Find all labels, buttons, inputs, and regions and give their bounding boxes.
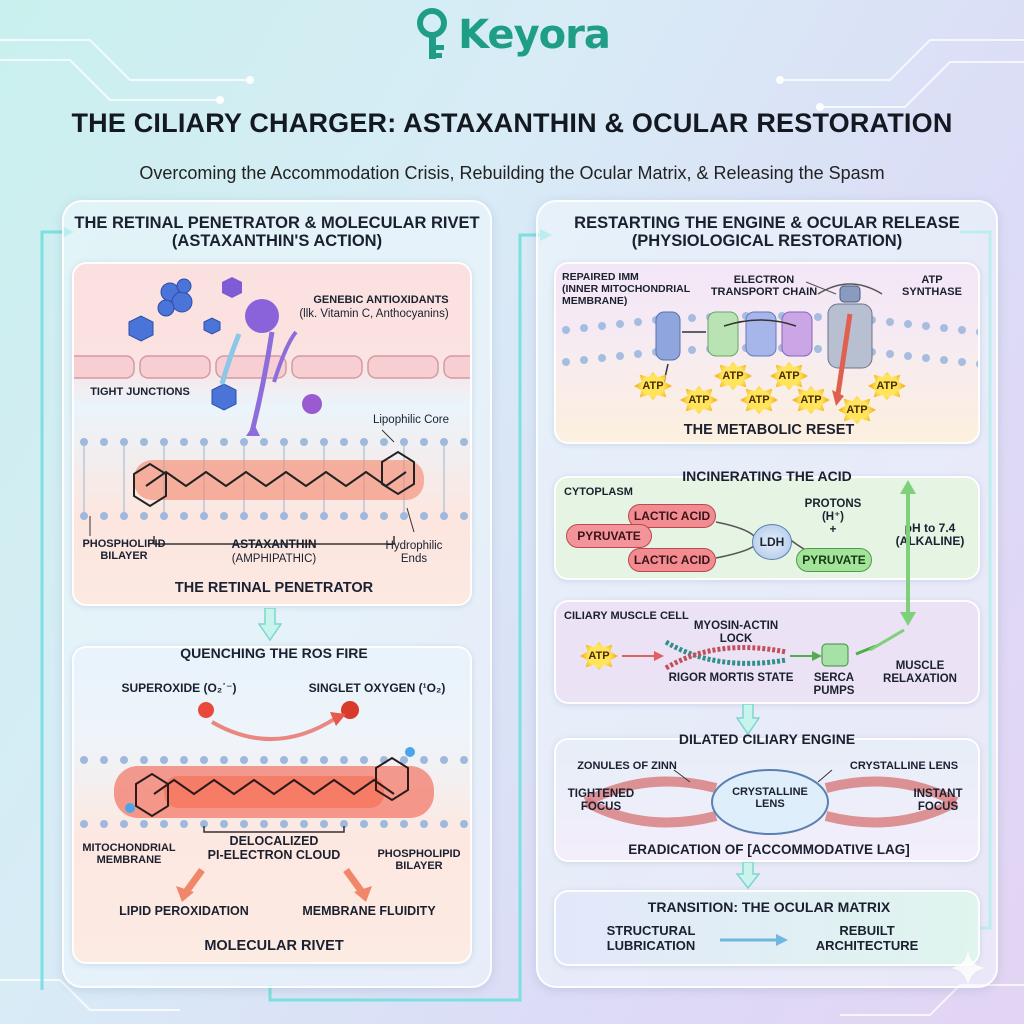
metabolic-reset-caption: THE METABOLIC RESET — [683, 422, 855, 438]
ciliary-muscle-cell-label: CILIARY MUSCLE CELL — [564, 610, 689, 622]
membrane-fluidity-label: MEMBRANE FLUIDITY — [302, 904, 436, 918]
phospholipid-bilayer-label-2: PHOSPHOLIPID BILAYER — [377, 848, 461, 873]
crystalline-lens-label: CRYSTALLINE LENS — [849, 760, 959, 772]
atp-molecule: ATP — [634, 372, 672, 400]
mitochondria-illustration — [562, 281, 978, 406]
transition-heading: TRANSITION: THE OCULAR MATRIX — [647, 899, 891, 915]
dilated-engine-card: ZONULES OF ZINN CRYSTALLINE LENS TIGHTEN… — [554, 738, 980, 862]
down-arrow-icon — [258, 608, 282, 642]
protons-label: PROTONS (H⁺) + — [804, 498, 862, 536]
metabolic-reset-card: REPAIRED IMM (INNER MITOCHONDRIAL MEMBRA… — [554, 262, 980, 444]
ph-label: pH to 7.4 (ALKALINE) — [895, 521, 965, 549]
rigor-mortis-label: RIGOR MORTIS STATE — [668, 672, 794, 684]
quenching-card: QUENCHING THE ROS FIRE SUPEROXIDE (O₂˙⁻)… — [72, 646, 472, 964]
right-panel-heading: RESTARTING THE ENGINE & OCULAR RELEASE (… — [574, 214, 960, 251]
electron-transport-chain-label: ELECTRON TRANSPORT CHAIN — [710, 274, 818, 299]
down-arrow-icon — [736, 862, 760, 890]
serca-pumps-label: SERCA PUMPS — [813, 672, 855, 697]
zonules-of-zinn-label: ZONULES OF ZINN — [577, 760, 677, 772]
structural-lubrication-label: STRUCTURAL LUBRICATION — [606, 923, 696, 953]
brand-logo: Keyora — [0, 0, 1024, 70]
atp-molecule: ATP — [680, 386, 718, 414]
astaxanthin-label: ASTAXANTHIN — [231, 537, 317, 551]
lipid-peroxidation-label: LIPID PEROXIDATION — [119, 904, 249, 918]
atp-molecule: ATP — [740, 386, 778, 414]
eradication-caption: ERADICATION OF [ACCOMMODATIVE LAG] — [628, 842, 910, 857]
ciliary-muscle-card: CILIARY MUSCLE CELL MYOSIN-ACTIN LOCK AT… — [554, 600, 980, 704]
singlet-oxygen-label: SINGLET OXYGEN (¹O₂) — [308, 681, 446, 695]
phospholipid-bilayer-label: PHOSPHOLIPID BILAYER — [82, 538, 166, 563]
generic-examples-label: (llk. Vitamin C, Anthocyanins) — [299, 308, 449, 320]
atp-molecule: ATP — [770, 362, 808, 390]
generic-antioxidants-label: GENEBIC ANTIOXIDANTS — [313, 294, 449, 306]
atp-molecule: ATP — [580, 642, 618, 670]
atp-molecule: ATP — [838, 396, 876, 424]
superoxide-label: SUPEROXIDE (O₂˙⁻) — [121, 681, 237, 695]
myosin-actin-label: MYOSIN-ACTIN LOCK — [693, 620, 779, 645]
molecular-rivet-caption: MOLECULAR RIVET — [204, 938, 344, 954]
cytoplasm-label: CYTOPLASM — [564, 486, 633, 498]
delocalized-label: DELOCALIZED PI-ELECTRON CLOUD — [207, 834, 341, 862]
lactic-acid-pill-2: LACTIC ACID — [628, 548, 716, 572]
retinal-penetrator-card: GENEBIC ANTIOXIDANTS (llk. Vitamin C, An… — [72, 262, 472, 606]
transition-arrow — [720, 934, 788, 946]
amphipathic-label: (AMPHIPATHIC) — [231, 553, 317, 565]
tightened-focus-label: TIGHTENED FOCUS — [567, 788, 635, 813]
left-panel-heading: THE RETINAL PENETRATOR & MOLECULAR RIVET… — [74, 214, 480, 251]
atp-molecule: ATP — [714, 362, 752, 390]
repaired-imm-label: REPAIRED IMM (INNER MITOCHONDRIAL MEMBRA… — [562, 271, 691, 307]
transition-card: TRANSITION: THE OCULAR MATRIX STRUCTURAL… — [554, 890, 980, 966]
lens-illustration — [583, 769, 959, 835]
incinerating-acid-heading: INCINERATING THE ACID — [682, 468, 852, 484]
ldh-enzyme: LDH — [752, 524, 792, 560]
retinal-penetrator-caption: THE RETINAL PENETRATOR — [174, 580, 374, 596]
lipophilic-core-label: Lipophilic Core — [372, 414, 450, 426]
rebuilt-architecture-label: REBUILT ARCHITECTURE — [815, 923, 919, 953]
quenching-illustration — [80, 701, 468, 902]
tight-junctions-label: TIGHT JUNCTIONS — [90, 386, 190, 398]
brand-name: Keyora — [458, 12, 611, 58]
atp-molecule: ATP — [792, 386, 830, 414]
atp-synthase-label: ATP SYNTHASE — [902, 274, 962, 299]
page-title: THE CILIARY CHARGER: ASTAXANTHIN & OCULA… — [71, 108, 953, 138]
penetrator-illustration — [74, 277, 470, 545]
hydrophilic-ends-label: Hydrophilic Ends — [385, 540, 443, 565]
pyruvate-pill-2: PYRUVATE — [796, 548, 872, 572]
key-icon — [417, 8, 448, 59]
instant-focus-label: INSTANT FOCUS — [913, 788, 963, 813]
incinerating-acid-card: CYTOPLASM LACTIC ACID PYRUVATE LACTIC AC… — [554, 476, 980, 580]
lens-label: CRYSTALLINE LENS — [732, 786, 808, 811]
mitochondrial-membrane-label: MITOCHONDRIAL MEMBRANE — [82, 842, 176, 867]
page-subtitle: Overcoming the Accommodation Crisis, Reb… — [139, 163, 885, 183]
atp-molecule: ATP — [868, 372, 906, 400]
pyruvate-pill: PYRUVATE — [566, 524, 652, 548]
dilated-engine-heading: DILATED CILIARY ENGINE — [678, 731, 856, 747]
down-arrow-icon — [736, 704, 760, 736]
alkaline-flow-arrow — [869, 480, 916, 652]
sparkle-icon — [950, 950, 986, 986]
quenching-heading: QUENCHING THE ROS FIRE — [180, 646, 368, 661]
muscle-relaxation-label: MUSCLE RELAXATION — [883, 660, 957, 685]
muscle-illustration — [622, 639, 877, 671]
